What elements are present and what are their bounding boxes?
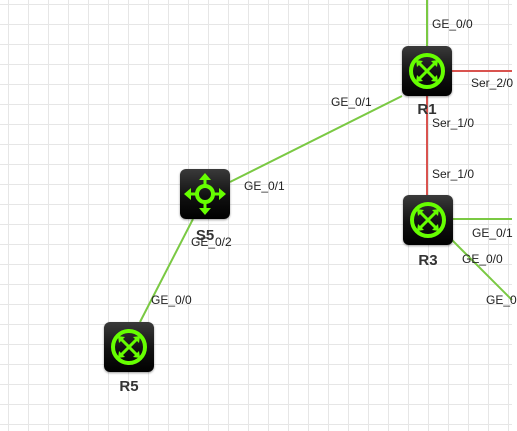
router-r3[interactable]: [403, 195, 453, 245]
device-name-r5: R5: [119, 378, 139, 395]
link-r1-s5[interactable]: [229, 95, 403, 183]
port-label-s5-ge01: GE_0/1: [244, 179, 285, 193]
switch-icon: [184, 173, 226, 215]
switch-s5[interactable]: [180, 169, 230, 219]
device-name-r1: R1: [417, 101, 437, 118]
router-r1[interactable]: [402, 46, 452, 96]
port-label-r3-ge01: GE_0/1: [472, 226, 513, 240]
router-icon: [409, 53, 445, 89]
link-r3-down-right[interactable]: [451, 239, 513, 301]
port-label-offscreen-ge: GE_0: [486, 293, 517, 307]
port-label-r3-ge00: GE_0/0: [462, 252, 503, 266]
port-label-r1-ge00: GE_0/0: [432, 17, 473, 31]
link-s5-r5[interactable]: [139, 218, 194, 323]
port-label-r5-ge00: GE_0/0: [151, 293, 192, 307]
router-icon: [111, 329, 147, 365]
device-name-r3: R3: [418, 252, 438, 269]
port-label-s5-ge02: GE_0/2: [191, 235, 232, 249]
router-r5[interactable]: [104, 322, 154, 372]
port-label-r1-ser20: Ser_2/0: [471, 76, 514, 90]
port-label-r1-ge01: GE_0/1: [331, 95, 372, 109]
port-label-r3-ser10: Ser_1/0: [432, 167, 475, 181]
port-label-r1-ser10: Ser_1/0: [432, 116, 475, 130]
device-name-s5: S5: [195, 227, 215, 244]
router-icon: [410, 202, 446, 238]
